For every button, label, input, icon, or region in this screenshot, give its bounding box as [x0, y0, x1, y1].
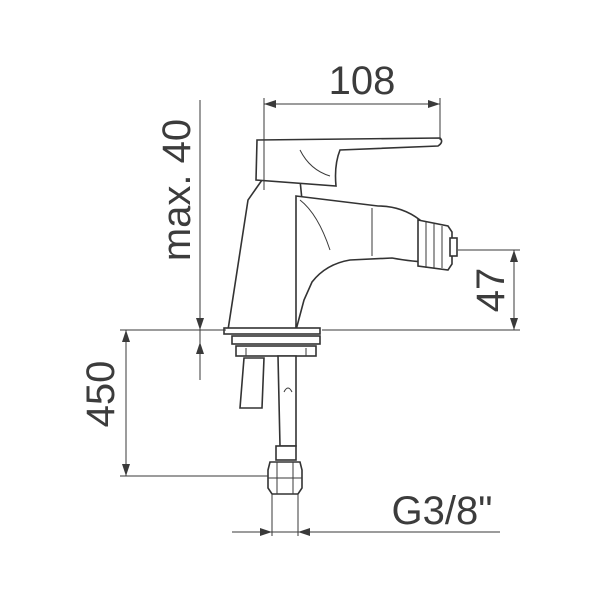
mounting-stud [239, 357, 265, 409]
lever-handle [255, 137, 443, 187]
dimension-max-height-label: max. 40 [155, 119, 199, 261]
spout [295, 195, 431, 331]
faucet-body [227, 137, 458, 331]
dimension-width: 108 [263, 59, 441, 190]
dimension-thread-label: G3/8" [392, 489, 493, 533]
dimension-max-height: max. 40 [155, 100, 204, 380]
dimension-hose-length-label: 450 [79, 361, 123, 428]
dimension-hose-length: 450 [79, 329, 268, 477]
mounting-base [223, 327, 321, 536]
dimension-width-label: 108 [329, 59, 396, 103]
dimension-thread: G3/8" [232, 489, 500, 536]
hose-pipe [277, 355, 297, 447]
dimension-spout-height-label: 47 [469, 268, 513, 313]
hose-nut [267, 445, 303, 495]
dimension-spout-height: 47 [322, 249, 520, 331]
aerator [417, 219, 458, 271]
